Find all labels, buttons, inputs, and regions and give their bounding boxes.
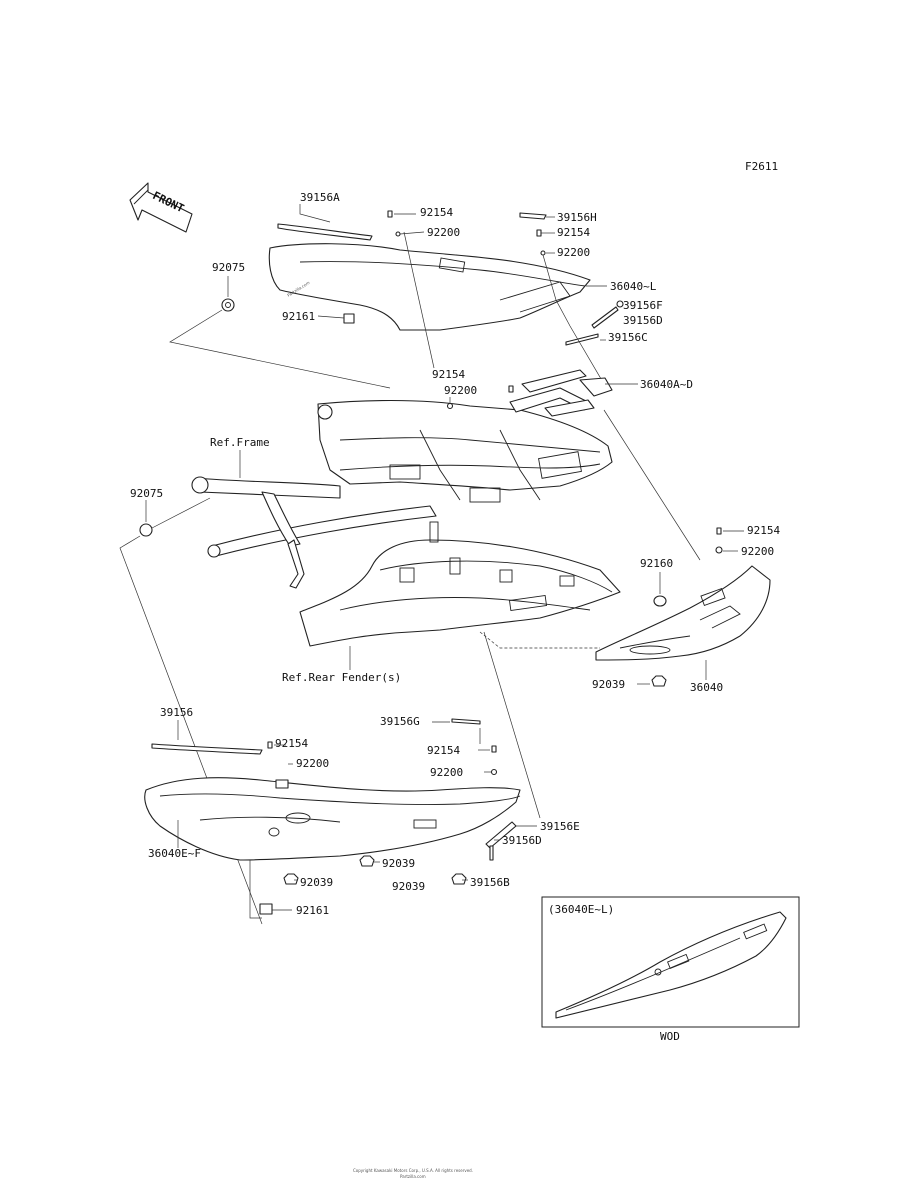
figure-code: F2611 [745,160,778,173]
trim-strip-39156a [277,223,373,241]
label-92200: 92200 [444,384,477,397]
label-92039: 92039 [592,678,625,691]
label-ref-frame: Ref.Frame [210,436,270,449]
label-92039: 92039 [300,876,333,889]
label-92200: 92200 [427,226,460,239]
label-92160: 92160 [640,557,673,570]
clip-92161-icon [259,903,273,915]
label-92154: 92154 [747,524,780,537]
label-92154: 92154 [420,206,453,219]
bolt-icon [491,745,497,753]
lower-side-cover [144,777,521,861]
label-36040-l: 36040~L [610,280,657,293]
label-92039: 92039 [392,880,425,893]
bolt-icon [716,527,722,535]
trim-39156g [451,718,481,725]
trim-39156h [519,212,547,220]
nut-92039-icon [359,855,375,867]
label-92161: 92161 [282,310,315,323]
footer-line: Partzilla.com [400,1174,426,1179]
label-92200: 92200 [430,766,463,779]
label-ref-rear-fender: Ref.Rear Fender(s) [282,671,401,684]
washer-icon [446,402,454,410]
label-39156: 39156 [160,706,193,719]
washer-icon [490,768,498,776]
label-36040a-d: 36040A~D [640,378,693,391]
label-92200: 92200 [296,757,329,770]
label-39156f: 39156F [623,299,663,312]
label-36040: 36040 [690,681,723,694]
label-39156b: 39156B [470,876,510,889]
rear-frame [191,399,613,589]
label-92154: 92154 [432,368,465,381]
nut-92039-icon [651,675,667,687]
label-39156d: 39156D [502,834,542,847]
front-arrow-icon: FRONT [129,182,193,233]
bolt-icon [508,385,514,393]
label-39156c: 39156C [608,331,648,344]
tail-cover-36040 [595,565,771,661]
washer-icon [540,250,546,256]
rear-fender [299,521,621,647]
label-92154: 92154 [275,737,308,750]
brackets-36040a-d [509,369,613,417]
bolt-icon [536,229,542,237]
inset-title: (36040E~L) [548,903,614,916]
label-36040e-f: 36040E~F [148,847,201,860]
washer-icon [715,546,723,554]
washer-icon [275,779,289,789]
upper-side-cover [268,243,591,331]
grommet-92075-icon [139,523,153,537]
label-92161: 92161 [296,904,329,917]
nut-92039-icon [451,873,467,885]
label-92039: 92039 [382,857,415,870]
label-39156h: 39156H [557,211,597,224]
grommet-92075-icon [221,298,235,312]
label-92154: 92154 [427,744,460,757]
trim-39156d [591,306,619,329]
bolt-icon [387,210,393,218]
inset-box [541,896,800,1028]
washer-icon [616,300,624,308]
washer-icon [395,231,401,237]
label-39156g: 39156G [380,715,420,728]
label-92075: 92075 [212,261,245,274]
bolt-icon [267,741,273,749]
trim-39156c [565,333,599,346]
label-92200: 92200 [741,545,774,558]
inset-caption: WOD [660,1030,680,1043]
nut-92039-icon [283,873,299,885]
trim-39156d [489,845,494,861]
grommet-92160-icon [653,595,667,607]
label-39156e: 39156E [540,820,580,833]
trim-strip-39156 [151,743,263,755]
label-39156d: 39156D [623,314,663,327]
label-92200: 92200 [557,246,590,259]
label-92154: 92154 [557,226,590,239]
label-92075: 92075 [130,487,163,500]
label-39156a: 39156A [300,191,340,204]
footer-line: Copyright Kawasaki Motors Corp., U.S.A. … [353,1168,473,1173]
